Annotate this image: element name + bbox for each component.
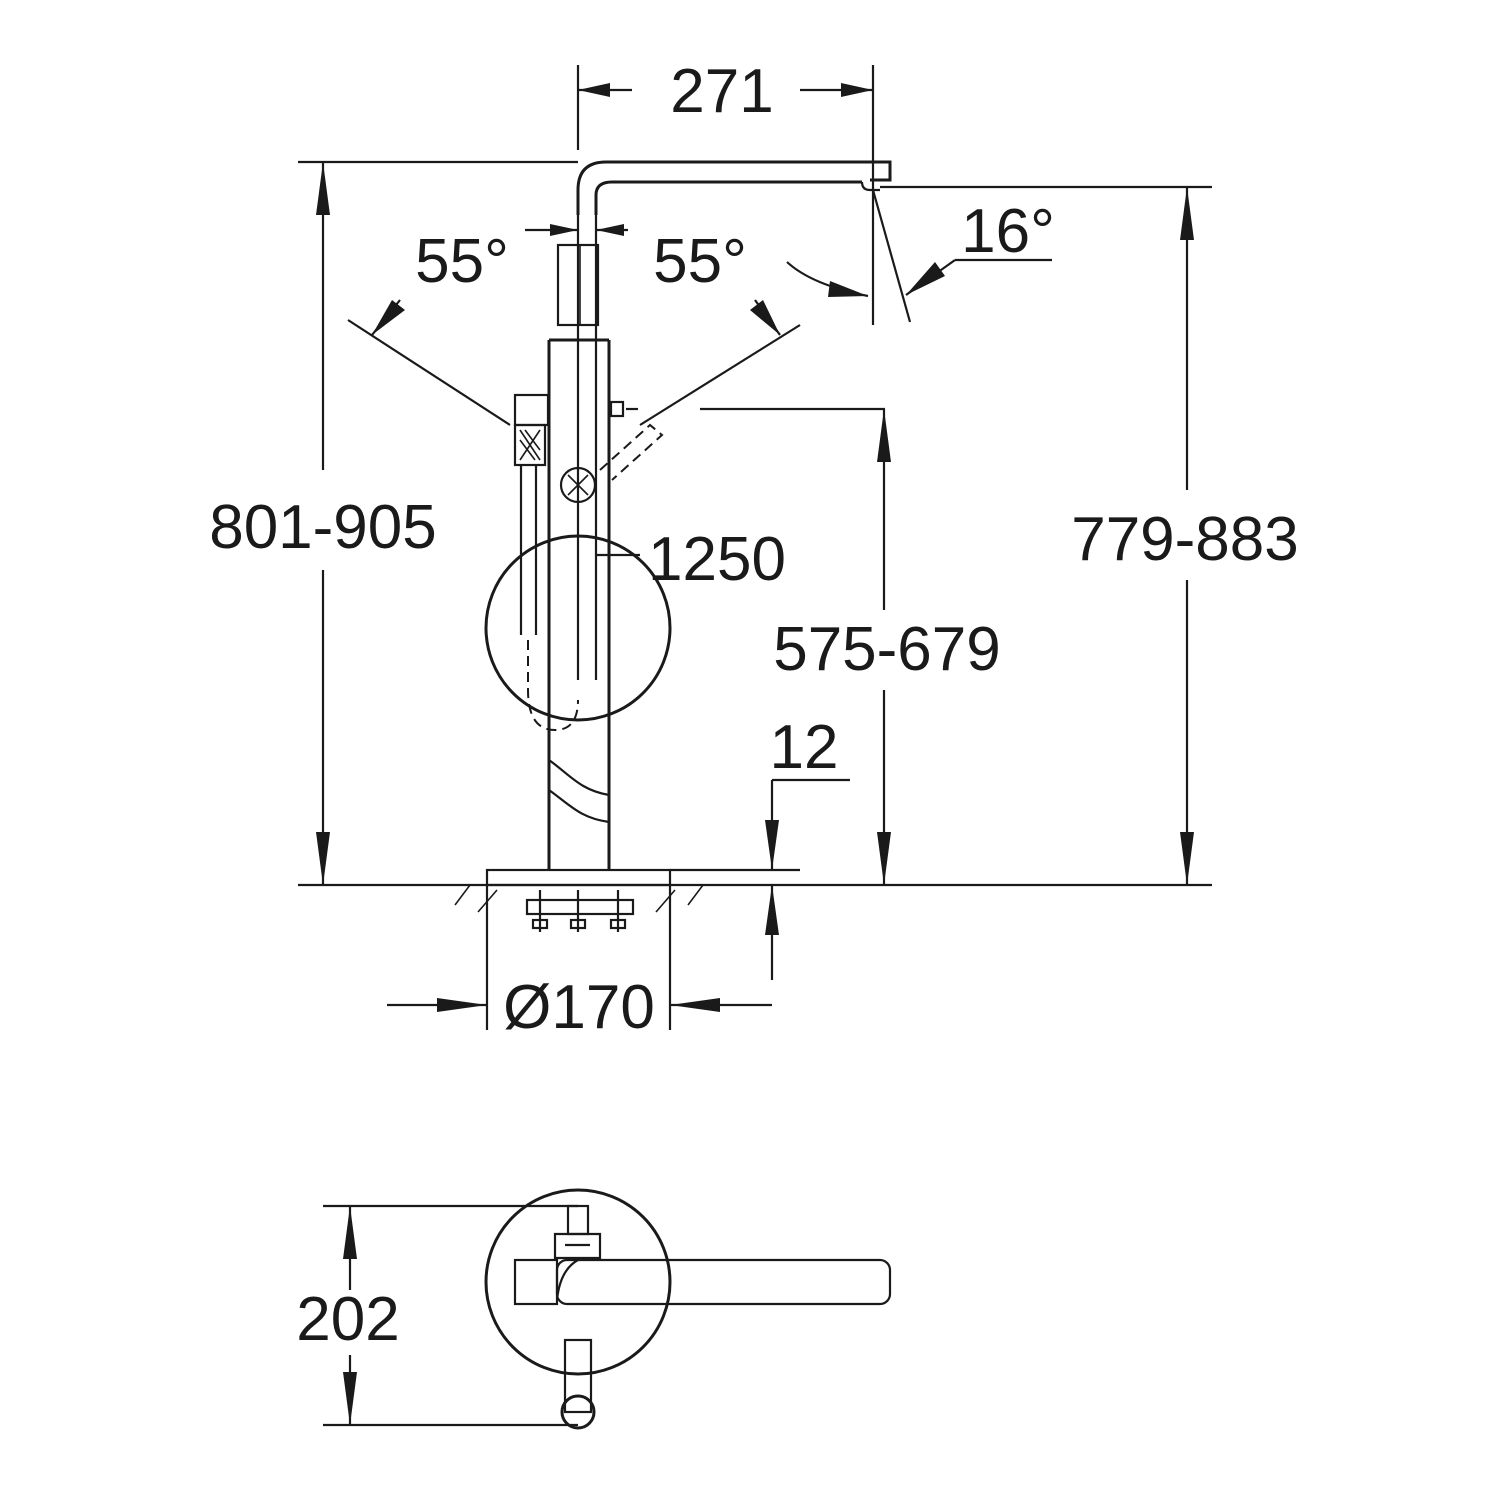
label-base-thickness: 12 — [770, 713, 839, 782]
dim-55-angles: 55° 55° — [347, 224, 801, 426]
label-top-view-depth: 202 — [296, 1285, 399, 1354]
riser — [556, 205, 600, 680]
label-left-angle: 55° — [415, 227, 509, 296]
dim-202: 202 — [296, 1204, 578, 1427]
plan-handle-stem — [563, 1338, 593, 1414]
label-right-angle: 55° — [653, 227, 747, 296]
mixer-handle — [559, 400, 625, 504]
plan-geometry — [484, 1188, 892, 1430]
dim-801-905: 801-905 — [209, 160, 578, 885]
base-plate — [485, 868, 672, 887]
label-handle-height: 575-679 — [773, 615, 1001, 684]
dim-170: Ø170 — [387, 885, 772, 1042]
dim-12: 12 — [670, 713, 850, 980]
label-base-diameter: Ø170 — [503, 973, 655, 1042]
plan-handle-knob — [560, 1394, 596, 1430]
label-spout-angle: 16° — [961, 197, 1055, 266]
base-circle — [484, 534, 672, 722]
plan-holder — [553, 1232, 602, 1260]
dim-575-679: 575-679 — [626, 407, 1001, 885]
label-spout-reach: 271 — [670, 57, 773, 126]
top-view — [484, 534, 672, 722]
plan-base-round — [484, 1188, 672, 1376]
dim-16-angle: 16° — [786, 189, 1055, 323]
dim-779-883: 779-883 — [880, 185, 1299, 885]
dim-271: 271 — [576, 57, 875, 325]
plan-riser-top — [566, 1204, 590, 1236]
plan-spout-bend — [555, 1259, 579, 1301]
label-total-height: 801-905 — [209, 493, 437, 562]
label-spout-height: 779-883 — [1071, 505, 1299, 574]
plan-valve-body — [513, 1258, 559, 1306]
label-hose-length: 1250 — [648, 525, 786, 594]
mounting-assembly — [525, 890, 635, 932]
hand-shower-holder — [513, 393, 579, 732]
right-handle-ghost — [599, 423, 664, 481]
front-view: 271 801-905 779-883 57 — [209, 57, 1299, 1042]
plan-spout — [555, 1258, 892, 1306]
main-column — [547, 338, 611, 870]
spout — [576, 160, 892, 215]
dim-1250: 1250 — [596, 525, 786, 594]
